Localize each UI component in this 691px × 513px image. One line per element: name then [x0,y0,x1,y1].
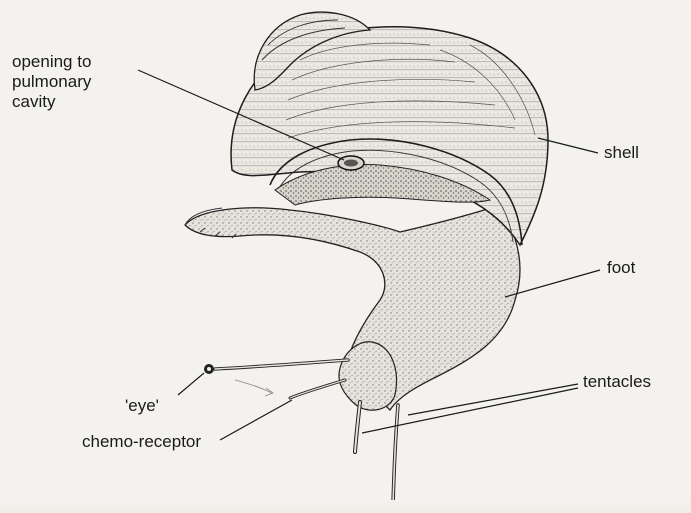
label-eye: 'eye' [125,396,159,416]
leader-chemo-receptor [220,400,292,440]
label-opening-line3: cavity [12,92,55,112]
snail-head [339,342,396,410]
label-shell: shell [604,143,639,163]
label-opening-line2: pulmonary [12,72,91,92]
leader-tentacles-1 [408,384,578,415]
leader-eye [178,373,204,395]
bottom-edge [0,500,691,513]
label-opening-line1: opening to [12,52,91,72]
label-foot: foot [607,258,635,278]
label-chemo-receptor: chemo-receptor [82,432,201,452]
label-tentacles: tentacles [583,372,651,392]
